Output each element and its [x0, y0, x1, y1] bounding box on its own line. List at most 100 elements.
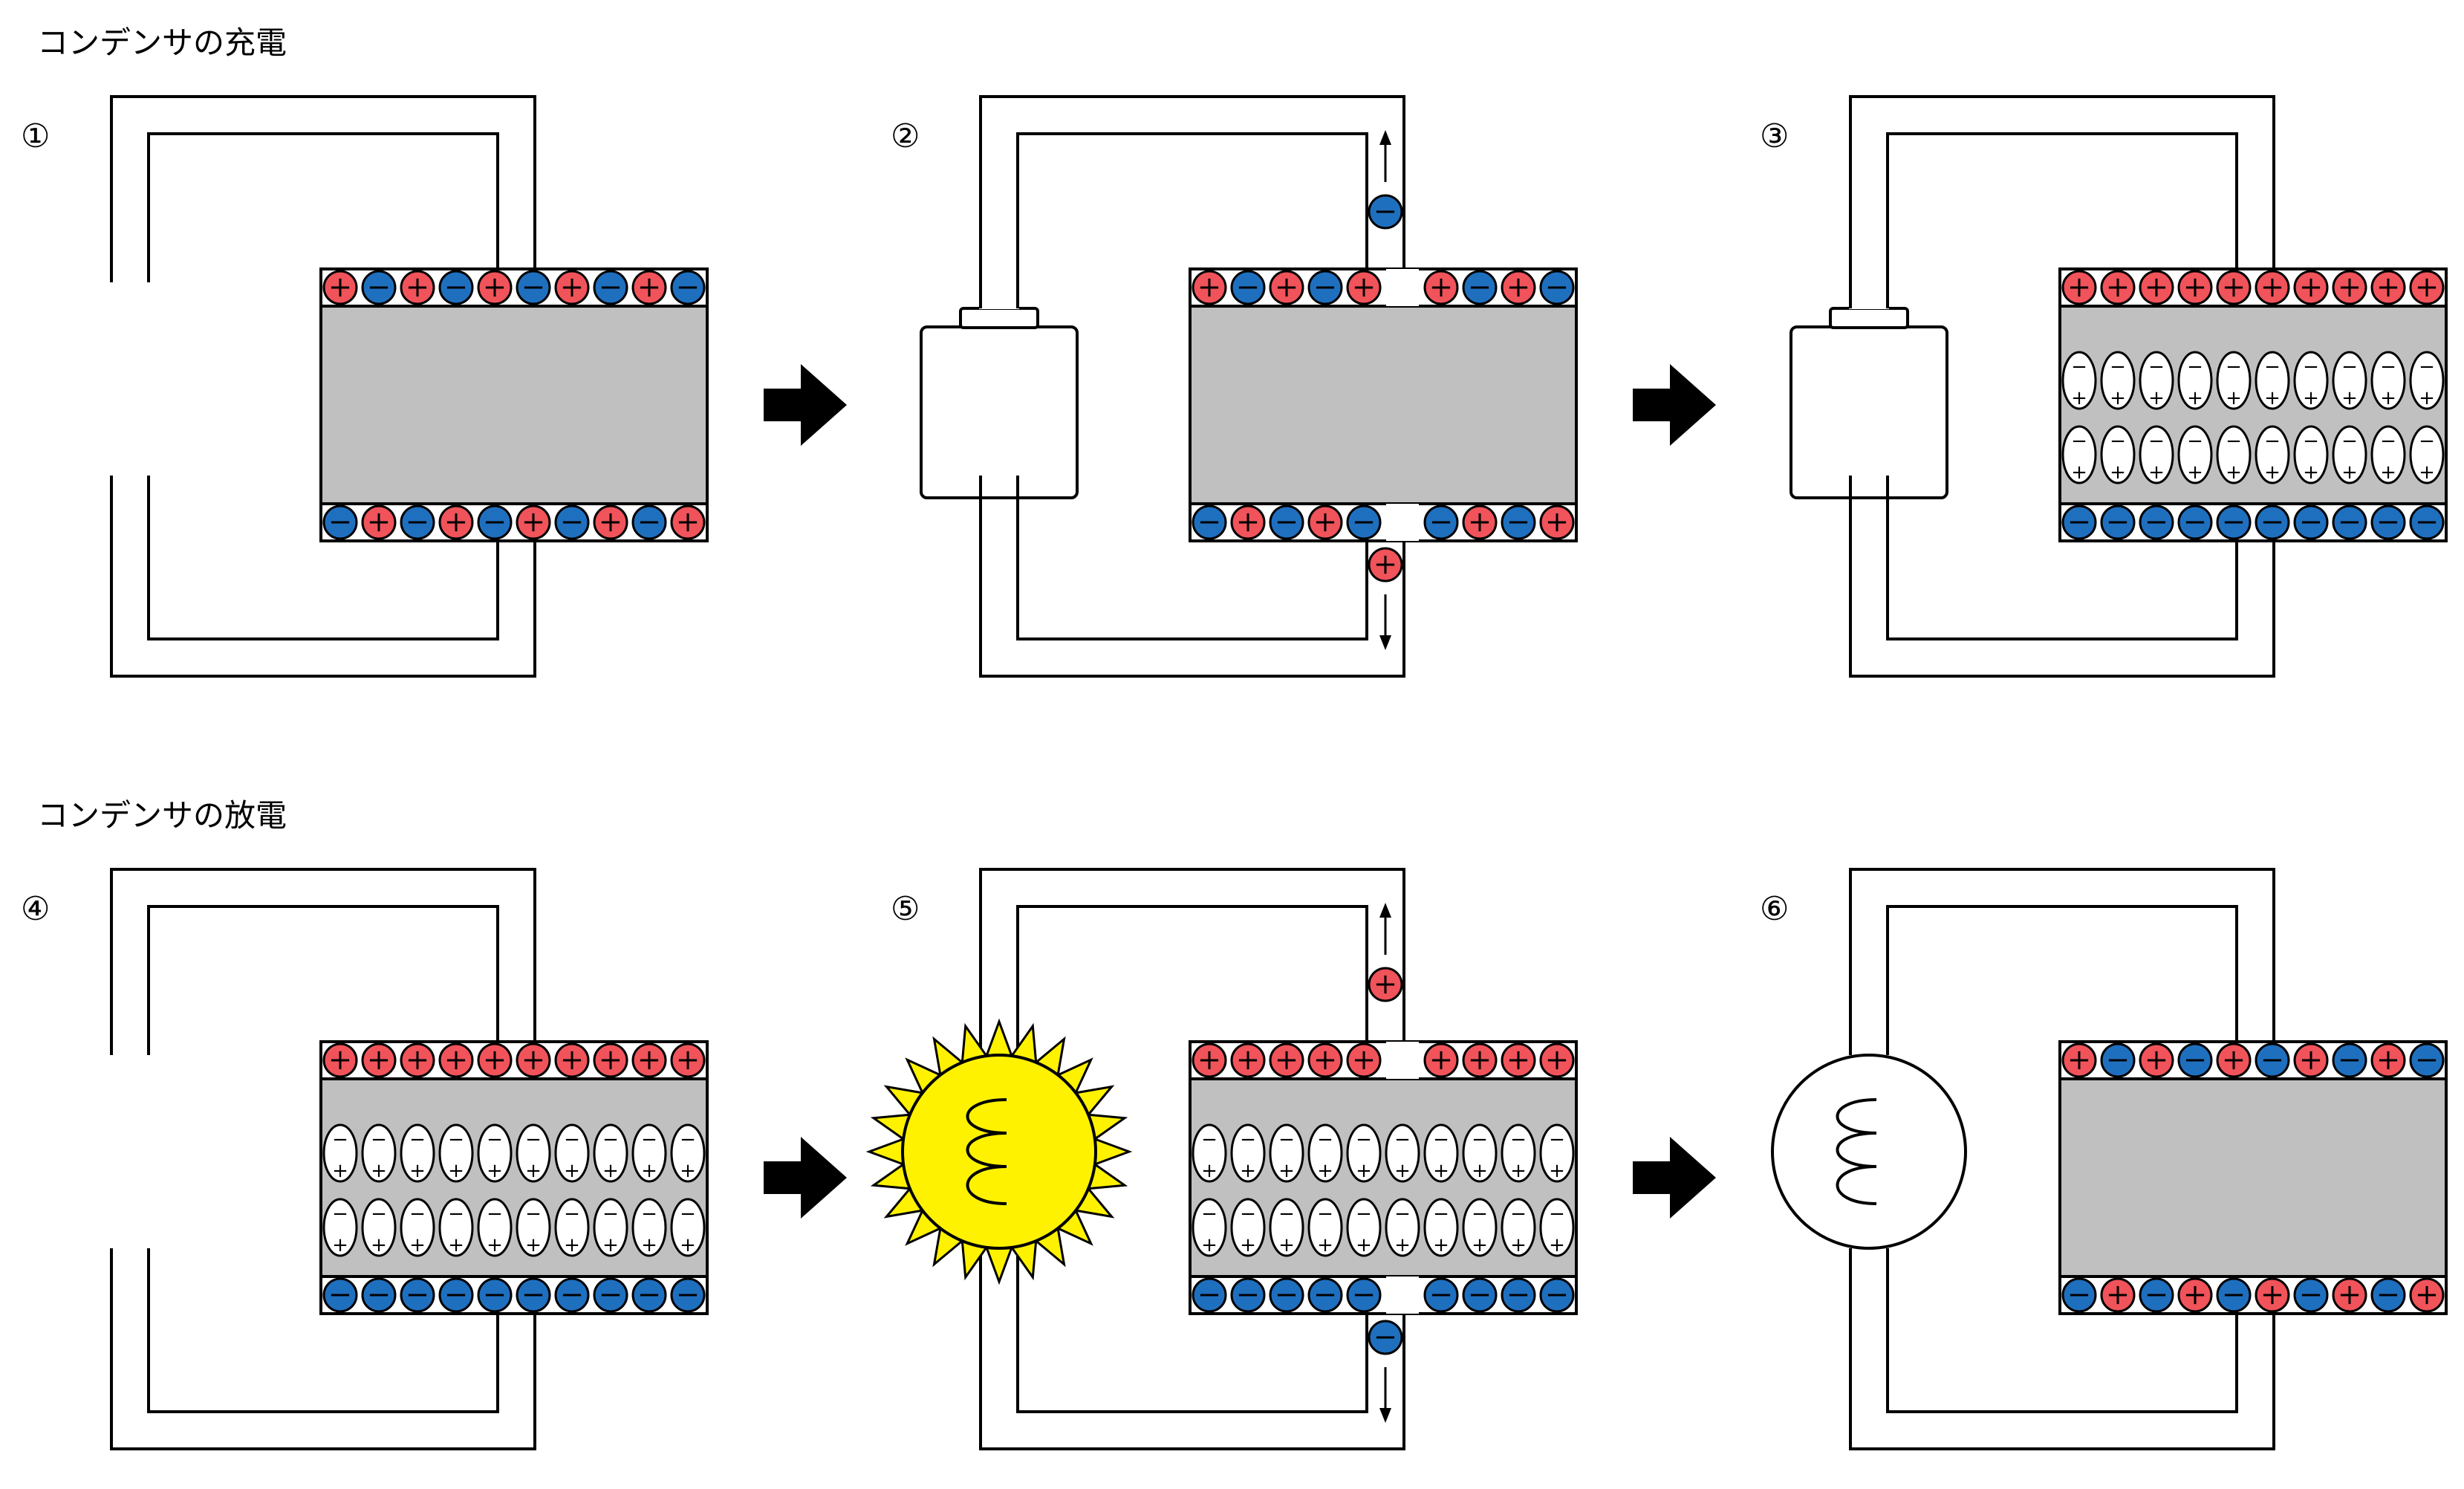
inner-wire-top: [1886, 132, 2238, 282]
bottom-plate: [2058, 1275, 2448, 1315]
capacitor: −+−+−+−+−+−+−+−+−+−+−+−+−+−+−+−+−+−+−+−+: [1189, 1040, 1578, 1315]
positive-charge: [1230, 1042, 1266, 1078]
negative-charge: [1539, 270, 1575, 305]
dipole-positive-label: +: [1201, 1234, 1218, 1256]
light-bulb-icon: [1771, 1054, 1967, 1250]
positive-charge: [1423, 1042, 1459, 1078]
charge-section-title: コンデンサの充電: [37, 25, 287, 61]
polarized-dipole: −+: [670, 1198, 706, 1257]
plate-gap: [1386, 1042, 1419, 1079]
polarized-dipole: −+: [2139, 425, 2174, 484]
polarized-dipole: −+: [2332, 351, 2367, 410]
positive-charge: [2332, 1277, 2367, 1313]
light-bulb-icon: [865, 1018, 1133, 1285]
negative-charge: [2139, 505, 2174, 540]
dipole-positive-label: +: [680, 1234, 696, 1256]
positive-charge: [631, 270, 667, 305]
polarized-dipole: −+: [2293, 351, 2329, 410]
polarized-dipole: −+: [2370, 351, 2406, 410]
dipole-negative-label: −: [2419, 356, 2435, 378]
positive-charge: [554, 1042, 590, 1078]
outer-wire-bottom: [979, 476, 1405, 678]
dipole-negative-label: −: [602, 1203, 619, 1225]
polarized-dipole: −+: [1230, 1198, 1266, 1257]
dipole-positive-label: +: [2303, 387, 2319, 409]
positive-charge: [2293, 1042, 2329, 1078]
capacitor: [319, 267, 709, 542]
polarized-dipole: −+: [1269, 1123, 1304, 1183]
battery-body: [920, 325, 1079, 499]
inner-wire-bottom: [1016, 1248, 1368, 1413]
dipole-negative-label: −: [2226, 356, 2242, 378]
negative-charge: [2409, 505, 2445, 540]
dipole-positive-label: +: [2071, 461, 2087, 484]
dipole-negative-label: −: [2226, 430, 2242, 452]
negative-charge: [1346, 1277, 1382, 1313]
battery-terminal: [1829, 307, 1909, 329]
dipole-positive-label: +: [487, 1160, 503, 1182]
polarized-dipole: −+: [477, 1198, 513, 1257]
positive-charge: [2409, 1277, 2445, 1313]
dipole-negative-label: −: [1549, 1129, 1565, 1151]
dipole-positive-label: +: [2148, 387, 2165, 409]
positive-charge: [554, 270, 590, 305]
negative-charge: [2370, 505, 2406, 540]
dipole-negative-label: −: [1394, 1203, 1411, 1225]
step-label-4: ④: [21, 890, 51, 928]
dipole-positive-label: +: [1317, 1234, 1333, 1256]
dipole-negative-label: −: [2303, 356, 2319, 378]
negative-charge: [2100, 1042, 2136, 1078]
battery-icon: [920, 282, 1079, 499]
polarized-dipole: −+: [438, 1123, 474, 1183]
positive-charge: [2139, 270, 2174, 305]
polarized-dipole: −+: [1230, 1123, 1266, 1183]
dipole-negative-label: −: [641, 1203, 657, 1225]
dipole-negative-label: −: [2148, 356, 2165, 378]
positive-charge: [1269, 270, 1304, 305]
polarized-dipole: −+: [2409, 351, 2445, 410]
negative-charge: [2061, 1277, 2097, 1313]
negative-charge: [1368, 194, 1403, 230]
negative-charge: [2332, 1042, 2367, 1078]
panel-5: −+−+−+−+−+−+−+−+−+−+−+−+−+−+−+−+−+−+−+−+: [865, 868, 1578, 1450]
battery-icon: [1790, 282, 1948, 499]
dipole-negative-label: −: [332, 1203, 348, 1225]
polarized-dipole: −+: [2332, 425, 2367, 484]
polarized-dipole: −+: [1423, 1123, 1459, 1183]
polarized-dipole: −+: [1501, 1198, 1536, 1257]
dipole-positive-label: +: [448, 1160, 464, 1182]
positive-charge: [2139, 1042, 2174, 1078]
dipole-negative-label: −: [448, 1203, 464, 1225]
negative-charge: [400, 1277, 435, 1313]
circuit-wires: [1849, 95, 2275, 678]
positive-charge: [1423, 270, 1459, 305]
outer-wire-bottom: [1849, 1248, 2275, 1450]
polarized-dipole: −+: [516, 1198, 551, 1257]
negative-charge: [554, 1277, 590, 1313]
dipole-positive-label: +: [525, 1160, 542, 1182]
polarized-dipole: −+: [1385, 1123, 1420, 1183]
step-label-5: ⑤: [891, 890, 920, 928]
inner-wire-top: [1886, 905, 2238, 1055]
negative-charge: [670, 270, 706, 305]
dipole-positive-label: +: [525, 1234, 542, 1256]
polarized-dipole: −+: [2100, 425, 2136, 484]
dipole-negative-label: −: [1278, 1129, 1295, 1151]
polarized-dipole: −+: [2100, 351, 2136, 410]
dipole-positive-label: +: [641, 1234, 657, 1256]
negative-charge: [1269, 1277, 1304, 1313]
negative-charge: [2061, 505, 2097, 540]
positive-charge: [361, 505, 397, 540]
negative-charge: [477, 1277, 513, 1313]
bottom-plate: [1189, 1275, 1578, 1315]
negative-charge: [2255, 505, 2290, 540]
outer-wire-top: [110, 868, 536, 1055]
positive-charge: [322, 270, 358, 305]
dipole-negative-label: −: [2071, 356, 2087, 378]
positive-charge: [2061, 1042, 2097, 1078]
polarized-dipole: −+: [2255, 425, 2290, 484]
moving-charges: [1368, 903, 1403, 1423]
positive-charge: [593, 1042, 628, 1078]
positive-charge: [2370, 1042, 2406, 1078]
dipole-negative-label: −: [1549, 1203, 1565, 1225]
